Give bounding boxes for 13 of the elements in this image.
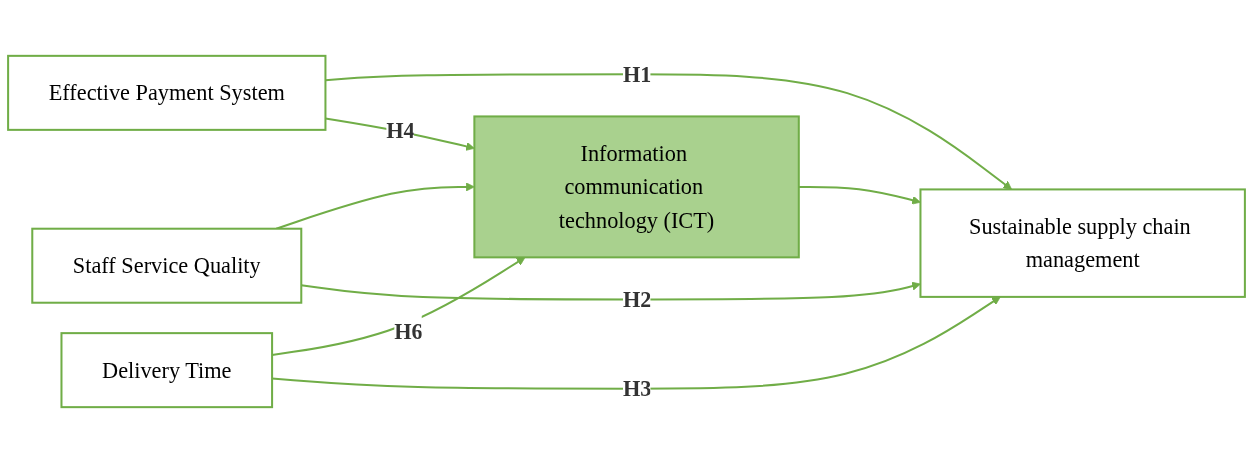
node-box: Sustainable supply chain management — [919, 188, 1246, 298]
node-box: Delivery Time — [60, 332, 274, 409]
arrow — [272, 296, 1001, 390]
arrow — [798, 185, 921, 205]
node-box: Staff Service Quality — [31, 227, 303, 304]
edge-label: H4 — [386, 117, 415, 144]
edge-label: H1 — [622, 61, 652, 88]
arrow — [301, 281, 921, 301]
node-box: Effective Payment System — [7, 54, 327, 131]
node-box: Information communication technology (ICT) — [473, 115, 800, 259]
edge-label: H3 — [622, 375, 652, 402]
edge-label: H2 — [622, 286, 652, 313]
edge-label: H6 — [394, 318, 423, 345]
